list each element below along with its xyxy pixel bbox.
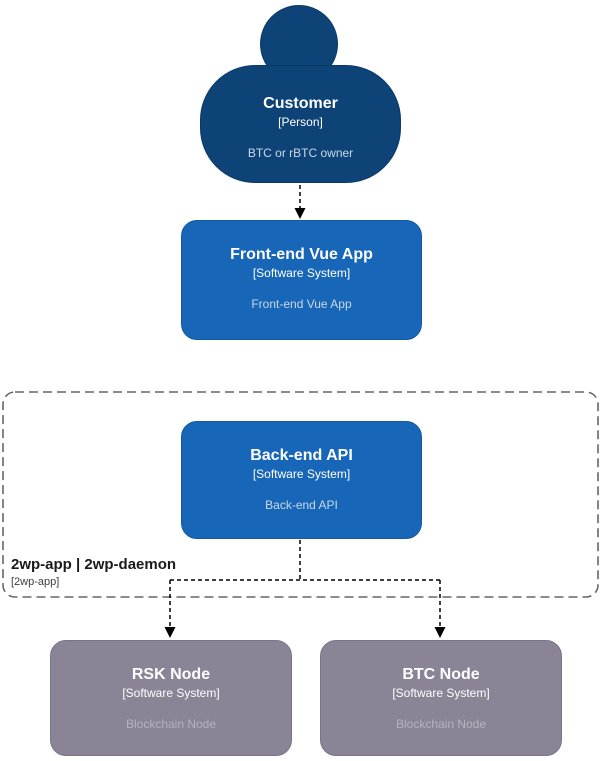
arrowhead-btc: [434, 627, 446, 638]
rsk-type: [Software System]: [122, 686, 220, 701]
boundary-subtitle: [2wp-app]: [11, 576, 60, 588]
frontend-title: Front-end Vue App: [230, 246, 373, 263]
boundary-label: 2wp-app | 2wp-daemon [2wp-app]: [11, 556, 176, 588]
btc-title: BTC Node: [402, 666, 480, 683]
backend-title: Back-end API: [250, 447, 353, 464]
backend-description: Back-end API: [265, 498, 338, 513]
node-customer: Customer [Person] BTC or rBTC owner: [200, 65, 401, 183]
boundary-title: 2wp-app | 2wp-daemon: [11, 556, 177, 573]
customer-description: BTC or rBTC owner: [247, 146, 354, 161]
edge-backend-to-nodes: [169, 540, 441, 628]
frontend-type: [Software System]: [252, 266, 351, 281]
rsk-title: RSK Node: [131, 666, 211, 683]
arrowhead-frontend: [294, 208, 306, 219]
frontend-description: Front-end Vue App: [251, 297, 352, 312]
backend-type: [Software System]: [252, 467, 351, 482]
boundary-box: [2, 391, 599, 598]
btc-description: Blockchain Node: [395, 717, 487, 732]
rsk-description: Blockchain Node: [125, 717, 217, 732]
btc-type: [Software System]: [392, 686, 490, 701]
node-btc: BTC Node [Software System] Blockchain No…: [320, 640, 562, 756]
arrowhead-rsk: [164, 627, 176, 638]
customer-title: Customer: [263, 95, 338, 112]
customer-type: [Person]: [278, 115, 323, 130]
node-frontend-vue-app: Front-end Vue App [Software System] Fron…: [181, 220, 422, 340]
node-backend-api: Back-end API [Software System] Back-end …: [181, 421, 422, 539]
node-rsk: RSK Node [Software System] Blockchain No…: [50, 640, 292, 756]
